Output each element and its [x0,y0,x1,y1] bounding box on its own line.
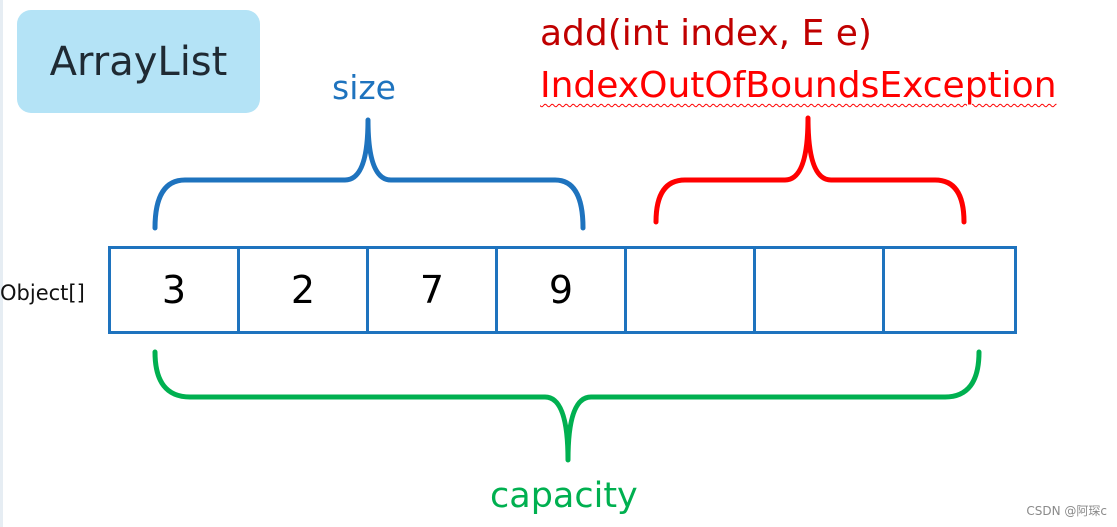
array-cell: 9 [498,249,627,331]
object-array: 3 2 7 9 [108,246,1017,334]
exception-label: IndexOutOfBoundsException [540,65,1057,106]
array-cell [756,249,885,331]
array-cell: 3 [111,249,240,331]
array-cell [627,249,756,331]
array-type-label: Object[] [0,281,85,305]
size-brace [152,117,586,231]
capacity-label: capacity [490,476,638,516]
add-method-label: add(int index, E e) [540,13,872,54]
watermark: CSDN @阿琛c [1026,504,1107,518]
capacity-brace [152,349,982,463]
arraylist-title: ArrayList [17,10,260,113]
array-cell: 2 [240,249,369,331]
exception-brace [653,115,967,225]
frame-edge [0,0,3,527]
array-cell [885,249,1014,331]
size-label: size [332,68,396,107]
array-cell: 7 [369,249,498,331]
